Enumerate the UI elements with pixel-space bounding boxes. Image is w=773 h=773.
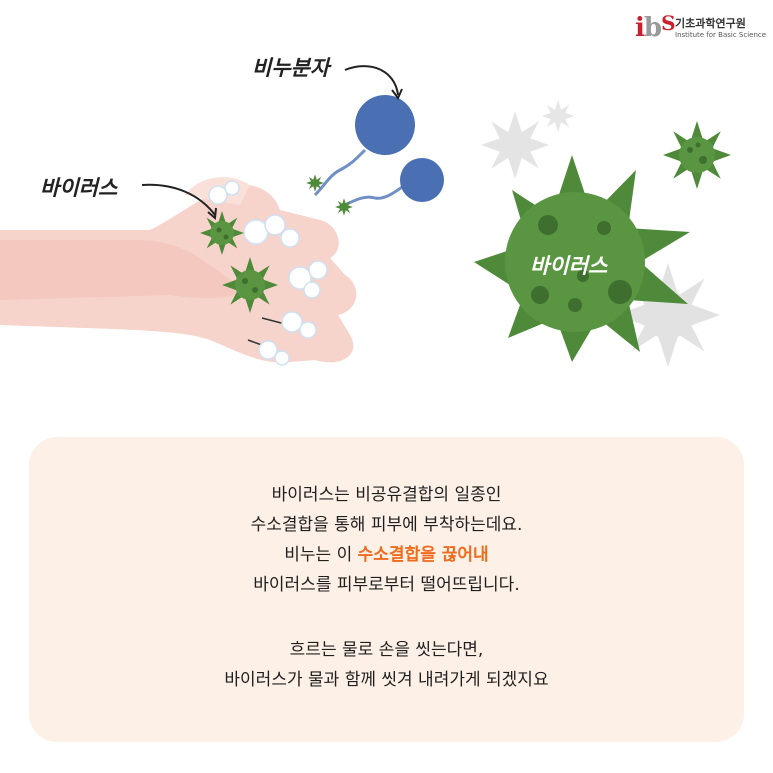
- logo-name-english: Institute for Basic Science: [675, 31, 767, 39]
- ibs-logo: ibS 기초과학연구원 Institute for Basic Science: [635, 11, 767, 47]
- logo-name-korean: 기초과학연구원: [675, 17, 746, 30]
- soap-bubbles: [208, 180, 328, 366]
- ibs-logo-mark: ibS: [635, 11, 676, 44]
- logo-letter-b: b: [643, 13, 662, 43]
- soap-molecule-label: 비누분자: [252, 56, 330, 80]
- logo-letter-i: i: [635, 13, 645, 43]
- highlight-text: 수소결합을 끊어내: [357, 545, 489, 565]
- text-line: 수소결합을 통해 피부에 부착하는데요.: [250, 515, 523, 535]
- text-line: 바이러스를 피부로부터 떨어뜨립니다.: [253, 575, 520, 595]
- small-virus-icon: [663, 121, 731, 189]
- text-panel: [29, 437, 744, 742]
- hand-virus-label: 바이러스: [40, 176, 118, 200]
- text-line: 흐르는 물로 손을 씻는다면,: [289, 640, 484, 660]
- text-line: 비누는 이 수소결합을 끊어내: [0, 540, 773, 570]
- logo-letter-s: S: [661, 11, 675, 35]
- big-virus-label: 바이러스: [530, 254, 608, 278]
- conclusion-paragraph: 흐르는 물로 손을 씻는다면, 바이러스가 물과 함께 씻겨 내려가게 되겠지요: [0, 635, 773, 695]
- grey-virus-small-icon: [542, 100, 574, 132]
- arrow-icon: [141, 65, 403, 221]
- hand-virus-icon: [200, 211, 244, 255]
- handwashing-illustration: [0, 65, 731, 367]
- explanation-paragraph: 바이러스는 비공유결합의 일종인 수소결합을 통해 피부에 부착하는데요. 비누…: [0, 480, 773, 600]
- hand-virus-2-icon: [222, 257, 278, 313]
- grey-virus-icon: [481, 111, 549, 179]
- big-virus-icon: [474, 155, 690, 362]
- text-line: 바이러스는 비공유결합의 일종인: [271, 485, 502, 505]
- soap-molecule-icon: [306, 95, 444, 216]
- text-line: 바이러스가 물과 함께 씻겨 내려가게 되겠지요: [224, 670, 549, 690]
- text-segment: 비누는 이: [284, 545, 358, 565]
